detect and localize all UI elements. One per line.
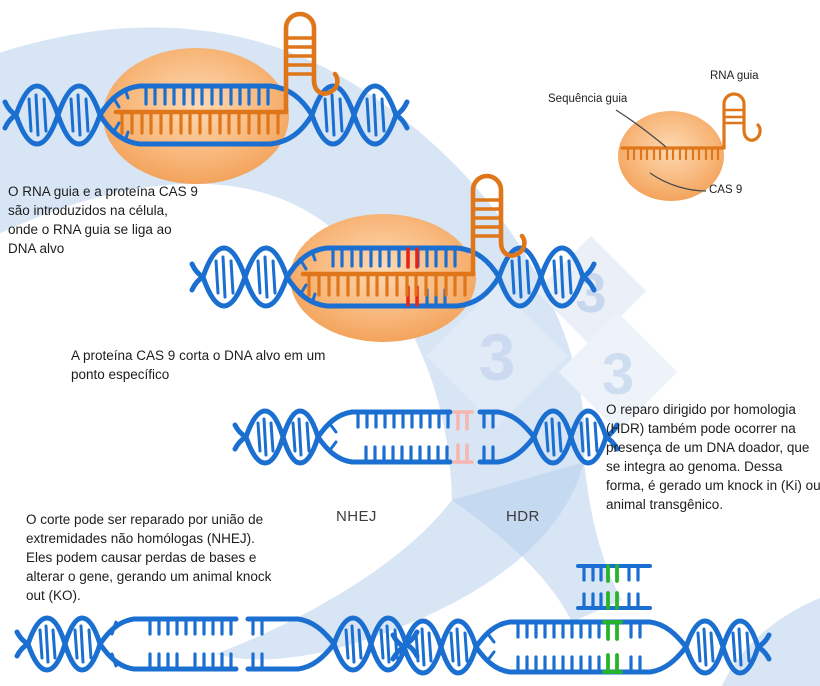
integrated-insert-bases	[602, 620, 623, 674]
hdr-result-dna	[390, 564, 772, 676]
legend-label-sequencia-guia: Sequência guia	[548, 93, 628, 105]
nhej-pathway-label: NHEJ	[336, 508, 377, 525]
dna-bottom-bases-with-losses	[148, 652, 264, 671]
dna-helix-left	[14, 615, 103, 673]
dna-open-ticks	[328, 422, 338, 452]
dna-helix-right	[331, 615, 420, 673]
legend-cas9-protein	[618, 111, 724, 201]
dna-repaired-strands	[97, 616, 337, 672]
legend-leader-lines	[615, 109, 707, 192]
legend-cas9-complex	[615, 92, 762, 201]
cut-dna	[232, 408, 620, 466]
dna-top-bases	[144, 84, 270, 106]
dna-helix-left	[232, 408, 321, 466]
dna-helix-right	[683, 618, 772, 676]
dna-helix-left-rungs	[414, 627, 469, 667]
dna-helix-left	[390, 618, 479, 676]
donor-insert-bases	[606, 564, 619, 610]
nhej-result-dna	[14, 615, 420, 673]
grna-hairpin-hook	[311, 71, 340, 96]
legend-label-cas9: CAS 9	[709, 184, 743, 196]
dna-helix-right-rungs	[544, 417, 599, 457]
cut-ends-pink	[452, 410, 474, 464]
watermark-3-right: 3	[602, 342, 634, 407]
dna-broken-strands	[315, 409, 537, 465]
dna-helix-right	[531, 408, 620, 466]
watermark-3-left: 3	[479, 320, 516, 394]
dna-helix-right	[309, 83, 410, 147]
cas9-protein-step1	[103, 48, 289, 184]
dna-open-ticks	[111, 87, 130, 143]
dna-top-bases	[148, 617, 264, 636]
guide-rna-step1	[113, 11, 340, 135]
donor-dna-bases	[582, 564, 640, 610]
dna-top-bases	[516, 620, 642, 639]
dna-bottom-bases	[516, 655, 642, 674]
dna-helix-left-rungs	[27, 93, 90, 137]
dna-bottom-bases	[364, 445, 495, 464]
dna-helix-right-rungs	[344, 624, 399, 664]
band-branch-hdr	[452, 462, 622, 622]
knockin-insert-green	[602, 564, 623, 674]
legend-label-rna-guia: RNA guia	[710, 70, 759, 82]
dna-helix-right-rungs	[696, 627, 751, 667]
dna-helix-right-rungs	[323, 93, 386, 137]
dna-open-ticks	[110, 620, 118, 668]
nhej-description: O corte pode ser reparado por união de e…	[26, 512, 272, 603]
step1-description: O RNA guia e a proteína CAS 9 são introd…	[8, 184, 198, 256]
grna-hairpin	[283, 11, 317, 115]
hdr-pathway-label: HDR	[506, 508, 540, 525]
dna-top-bases	[356, 410, 495, 429]
dna-helix-left-rungs	[256, 417, 311, 457]
grna-hairpin-rungs	[284, 36, 316, 76]
dna-open-ticks	[486, 632, 496, 662]
leader-cas9	[649, 172, 707, 192]
band-corner	[722, 598, 820, 686]
dna-helix-left-rungs	[38, 624, 93, 664]
leader-sequencia-guia	[615, 109, 667, 148]
step2-description: A proteína CAS 9 corta o DNA alvo em um …	[71, 348, 326, 382]
dna-open-strands	[97, 83, 315, 147]
legend-guide-rna	[620, 92, 762, 161]
dna-helix-left	[2, 83, 103, 147]
grna-guide-bases	[120, 111, 280, 135]
target-dna-step1	[2, 83, 410, 147]
cut-site-marks	[406, 247, 419, 307]
hdr-description: O reparo dirigido por homologia (HDR) ta…	[606, 402, 820, 512]
